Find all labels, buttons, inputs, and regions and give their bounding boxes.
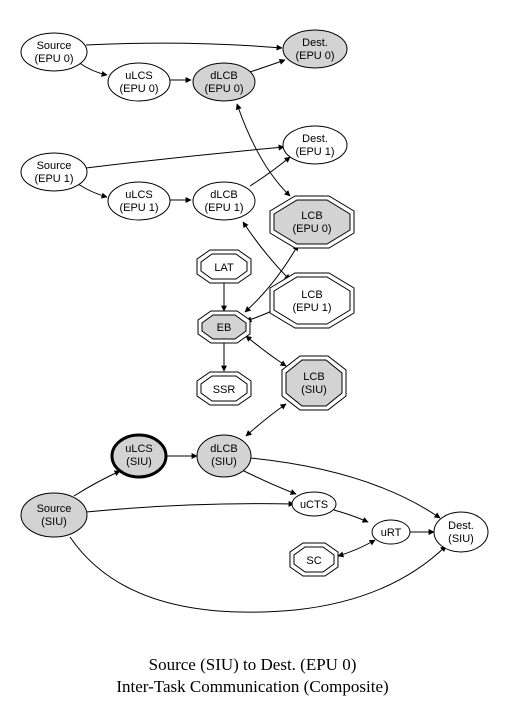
node-ulcs-epu1: uLCS (EPU 1) <box>107 181 171 221</box>
svg-text:(EPU 0): (EPU 0) <box>34 53 73 65</box>
edge-source-epu1-to-ulcs-epu1 <box>77 183 108 199</box>
svg-text:(EPU 0): (EPU 0) <box>295 50 334 62</box>
edge-source-epu0-to-ulcs-epu0 <box>77 61 108 77</box>
svg-text:(EPU 0): (EPU 0) <box>119 83 158 95</box>
svg-text:(EPU 1): (EPU 1) <box>204 202 243 214</box>
svg-text:Dest.: Dest. <box>302 37 328 49</box>
node-lat: LAT <box>196 249 252 284</box>
node-ulcs-epu0: uLCS (EPU 0) <box>107 62 171 102</box>
svg-text:Source: Source <box>37 160 72 172</box>
svg-text:dLCB: dLCB <box>210 70 238 82</box>
node-source-epu1: Source (EPU 1) <box>20 152 88 192</box>
svg-text:(EPU 0): (EPU 0) <box>204 83 243 95</box>
node-lcb-epu0: LCB (EPU 0) <box>269 195 355 249</box>
node-dlcb-epu1: dLCB (EPU 1) <box>192 181 256 221</box>
node-ulcs-siu: uLCS (SIU) <box>110 433 168 479</box>
edge-dlcb-epu1-to-dest-epu1 <box>249 156 291 187</box>
svg-text:uLCS: uLCS <box>125 189 153 201</box>
edge-source-siu-to-dest-siu <box>69 536 447 613</box>
node-source-epu0: Source (EPU 0) <box>20 32 88 72</box>
svg-text:Source: Source <box>37 503 72 515</box>
svg-text:(SIU): (SIU) <box>301 384 327 396</box>
svg-text:(EPU 1): (EPU 1) <box>34 173 73 185</box>
svg-text:LCB: LCB <box>303 371 324 383</box>
edge-dlcb-epu0-to-dest-epu0 <box>249 58 286 73</box>
svg-text:Source: Source <box>37 40 72 52</box>
edge-dlcb-epu0-to-lcb-epu0 <box>235 103 291 197</box>
svg-text:uRT: uRT <box>381 527 402 539</box>
svg-text:LAT: LAT <box>214 262 234 274</box>
svg-text:(SIU): (SIU) <box>448 533 474 545</box>
edge-source-siu-to-ulcs-siu <box>73 470 121 497</box>
node-dlcb-epu0: dLCB (EPU 0) <box>192 62 256 102</box>
node-dlcb-siu: dLCB (SIU) <box>196 434 252 478</box>
node-sc: SC <box>289 542 339 577</box>
svg-text:SSR: SSR <box>213 384 236 396</box>
svg-text:(EPU 1): (EPU 1) <box>292 302 331 314</box>
node-lcb-epu1: LCB (EPU 1) <box>269 272 355 329</box>
diagram-subtitle: Inter-Task Communication (Composite) <box>116 677 389 696</box>
node-lcb-siu: LCB (SIU) <box>281 355 347 411</box>
node-eb: EB <box>197 310 251 344</box>
edge-lcb-epu0-to-eb <box>244 244 299 313</box>
node-ssr: SSR <box>196 371 252 406</box>
svg-text:dLCB: dLCB <box>210 443 238 455</box>
node-dest-epu1: Dest. (EPU 1) <box>282 125 348 165</box>
svg-text:(EPU 1): (EPU 1) <box>295 146 334 158</box>
edge-source-siu-to-ucts <box>85 500 295 513</box>
node-urt: uRT <box>371 519 411 545</box>
svg-text:uCTS: uCTS <box>300 499 328 511</box>
diagram-title: Source (SIU) to Dest. (EPU 0) <box>148 655 357 674</box>
edge-dlcb-siu-to-ucts <box>241 469 297 495</box>
node-dest-epu0: Dest. (EPU 0) <box>282 29 348 69</box>
edge-dlcb-siu-to-dest-siu <box>249 457 441 519</box>
svg-text:Dest.: Dest. <box>302 133 328 145</box>
svg-text:(SIU): (SIU) <box>211 456 237 468</box>
svg-text:EB: EB <box>217 322 232 334</box>
edge-eb-to-lcb-siu <box>245 335 287 367</box>
svg-text:uLCS: uLCS <box>125 70 153 82</box>
svg-text:(SIU): (SIU) <box>41 516 67 528</box>
svg-text:(EPU 1): (EPU 1) <box>119 202 158 214</box>
node-dest-siu: Dest. (SIU) <box>433 511 489 553</box>
svg-text:(SIU): (SIU) <box>126 456 152 468</box>
svg-text:uLCS: uLCS <box>125 443 153 455</box>
edge-ucts-to-urt <box>333 509 369 523</box>
edge-dlcb-siu-to-lcb-siu <box>245 403 287 437</box>
svg-text:LCB: LCB <box>301 210 322 222</box>
svg-text:dLCB: dLCB <box>210 189 238 201</box>
svg-text:(EPU 0): (EPU 0) <box>292 223 331 235</box>
svg-text:SC: SC <box>306 555 321 567</box>
edge-source-epu1-to-dest-epu1 <box>85 144 285 169</box>
node-source-siu: Source (SIU) <box>20 492 88 538</box>
edge-source-epu0-to-dest-epu0 <box>85 42 283 51</box>
svg-text:Dest.: Dest. <box>448 520 474 532</box>
node-ucts: uCTS <box>291 491 337 517</box>
edge-urt-to-sc <box>337 539 376 558</box>
communication-graph: Source (EPU 0) Dest. (EPU 0) uLCS (EPU 0… <box>20 29 489 613</box>
svg-text:LCB: LCB <box>301 289 322 301</box>
